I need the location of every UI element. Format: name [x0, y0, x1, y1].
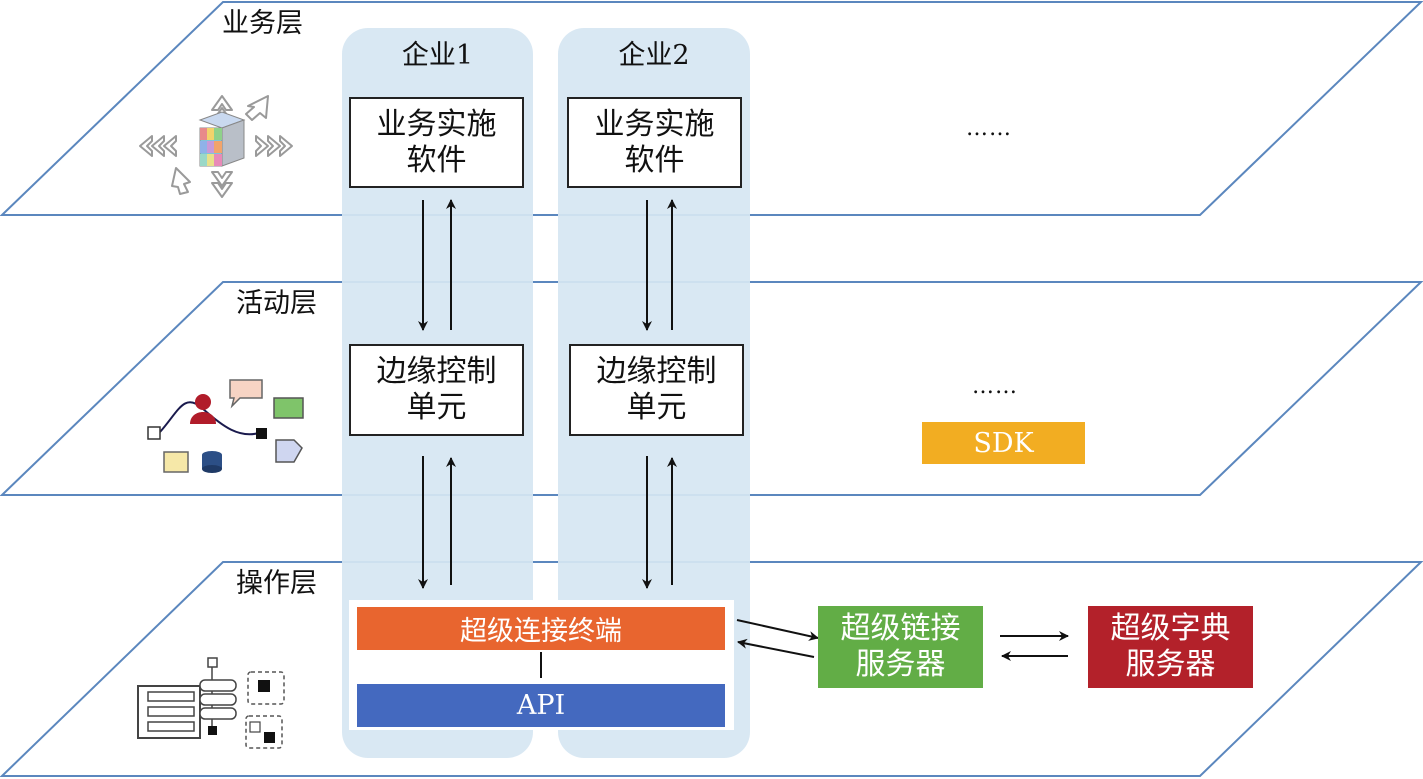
super-link-server-box: 超级链接 服务器	[818, 606, 983, 688]
enterprise-2-title: 企业2	[618, 40, 690, 71]
dict-server-label-line: 服务器	[1125, 647, 1216, 682]
edge-control-box-2: 边缘控制 单元	[569, 344, 744, 436]
api-box: API	[357, 684, 725, 727]
software-label-line: 业务实施	[594, 106, 715, 142]
super-dictionary-server-box: 超级字典 服务器	[1088, 606, 1253, 688]
arrow-to-terminal	[737, 638, 815, 658]
activity-ellipsis: ……	[972, 374, 1018, 399]
edge-label-line: 边缘控制	[596, 354, 717, 389]
arrow-to-link-server	[736, 619, 819, 641]
activity-layer-label: 活动层	[236, 288, 317, 319]
software-label-line: 业务实施	[376, 106, 497, 142]
dict-server-label-line: 超级字典	[1110, 611, 1231, 646]
edge-label-line: 边缘控制	[376, 354, 497, 389]
business-software-box-2: 业务实施 软件	[567, 97, 742, 188]
software-label-line: 软件	[406, 142, 467, 178]
form-structure-icon	[137, 657, 285, 749]
business-software-box-1: 业务实施 软件	[349, 97, 524, 188]
business-layer-label: 业务层	[222, 8, 303, 39]
enterprise-1-title: 企业1	[401, 40, 474, 71]
sdk-box: SDK	[922, 422, 1085, 464]
operation-layer-label: 操作层	[236, 568, 317, 599]
workflow-graph-icon	[147, 379, 304, 473]
link-server-label-line: 超级链接	[840, 611, 961, 646]
software-label-line: 软件	[624, 142, 685, 178]
edge-control-box-1: 边缘控制 单元	[349, 344, 524, 436]
edge-label-line: 单元	[406, 390, 467, 425]
business-ellipsis: ……	[966, 116, 1012, 141]
cube-arrows-icon	[139, 95, 293, 198]
super-connection-terminal-box: 超级连接终端	[357, 607, 725, 650]
link-server-label-line: 服务器	[855, 647, 946, 682]
edge-label-line: 单元	[626, 390, 687, 425]
